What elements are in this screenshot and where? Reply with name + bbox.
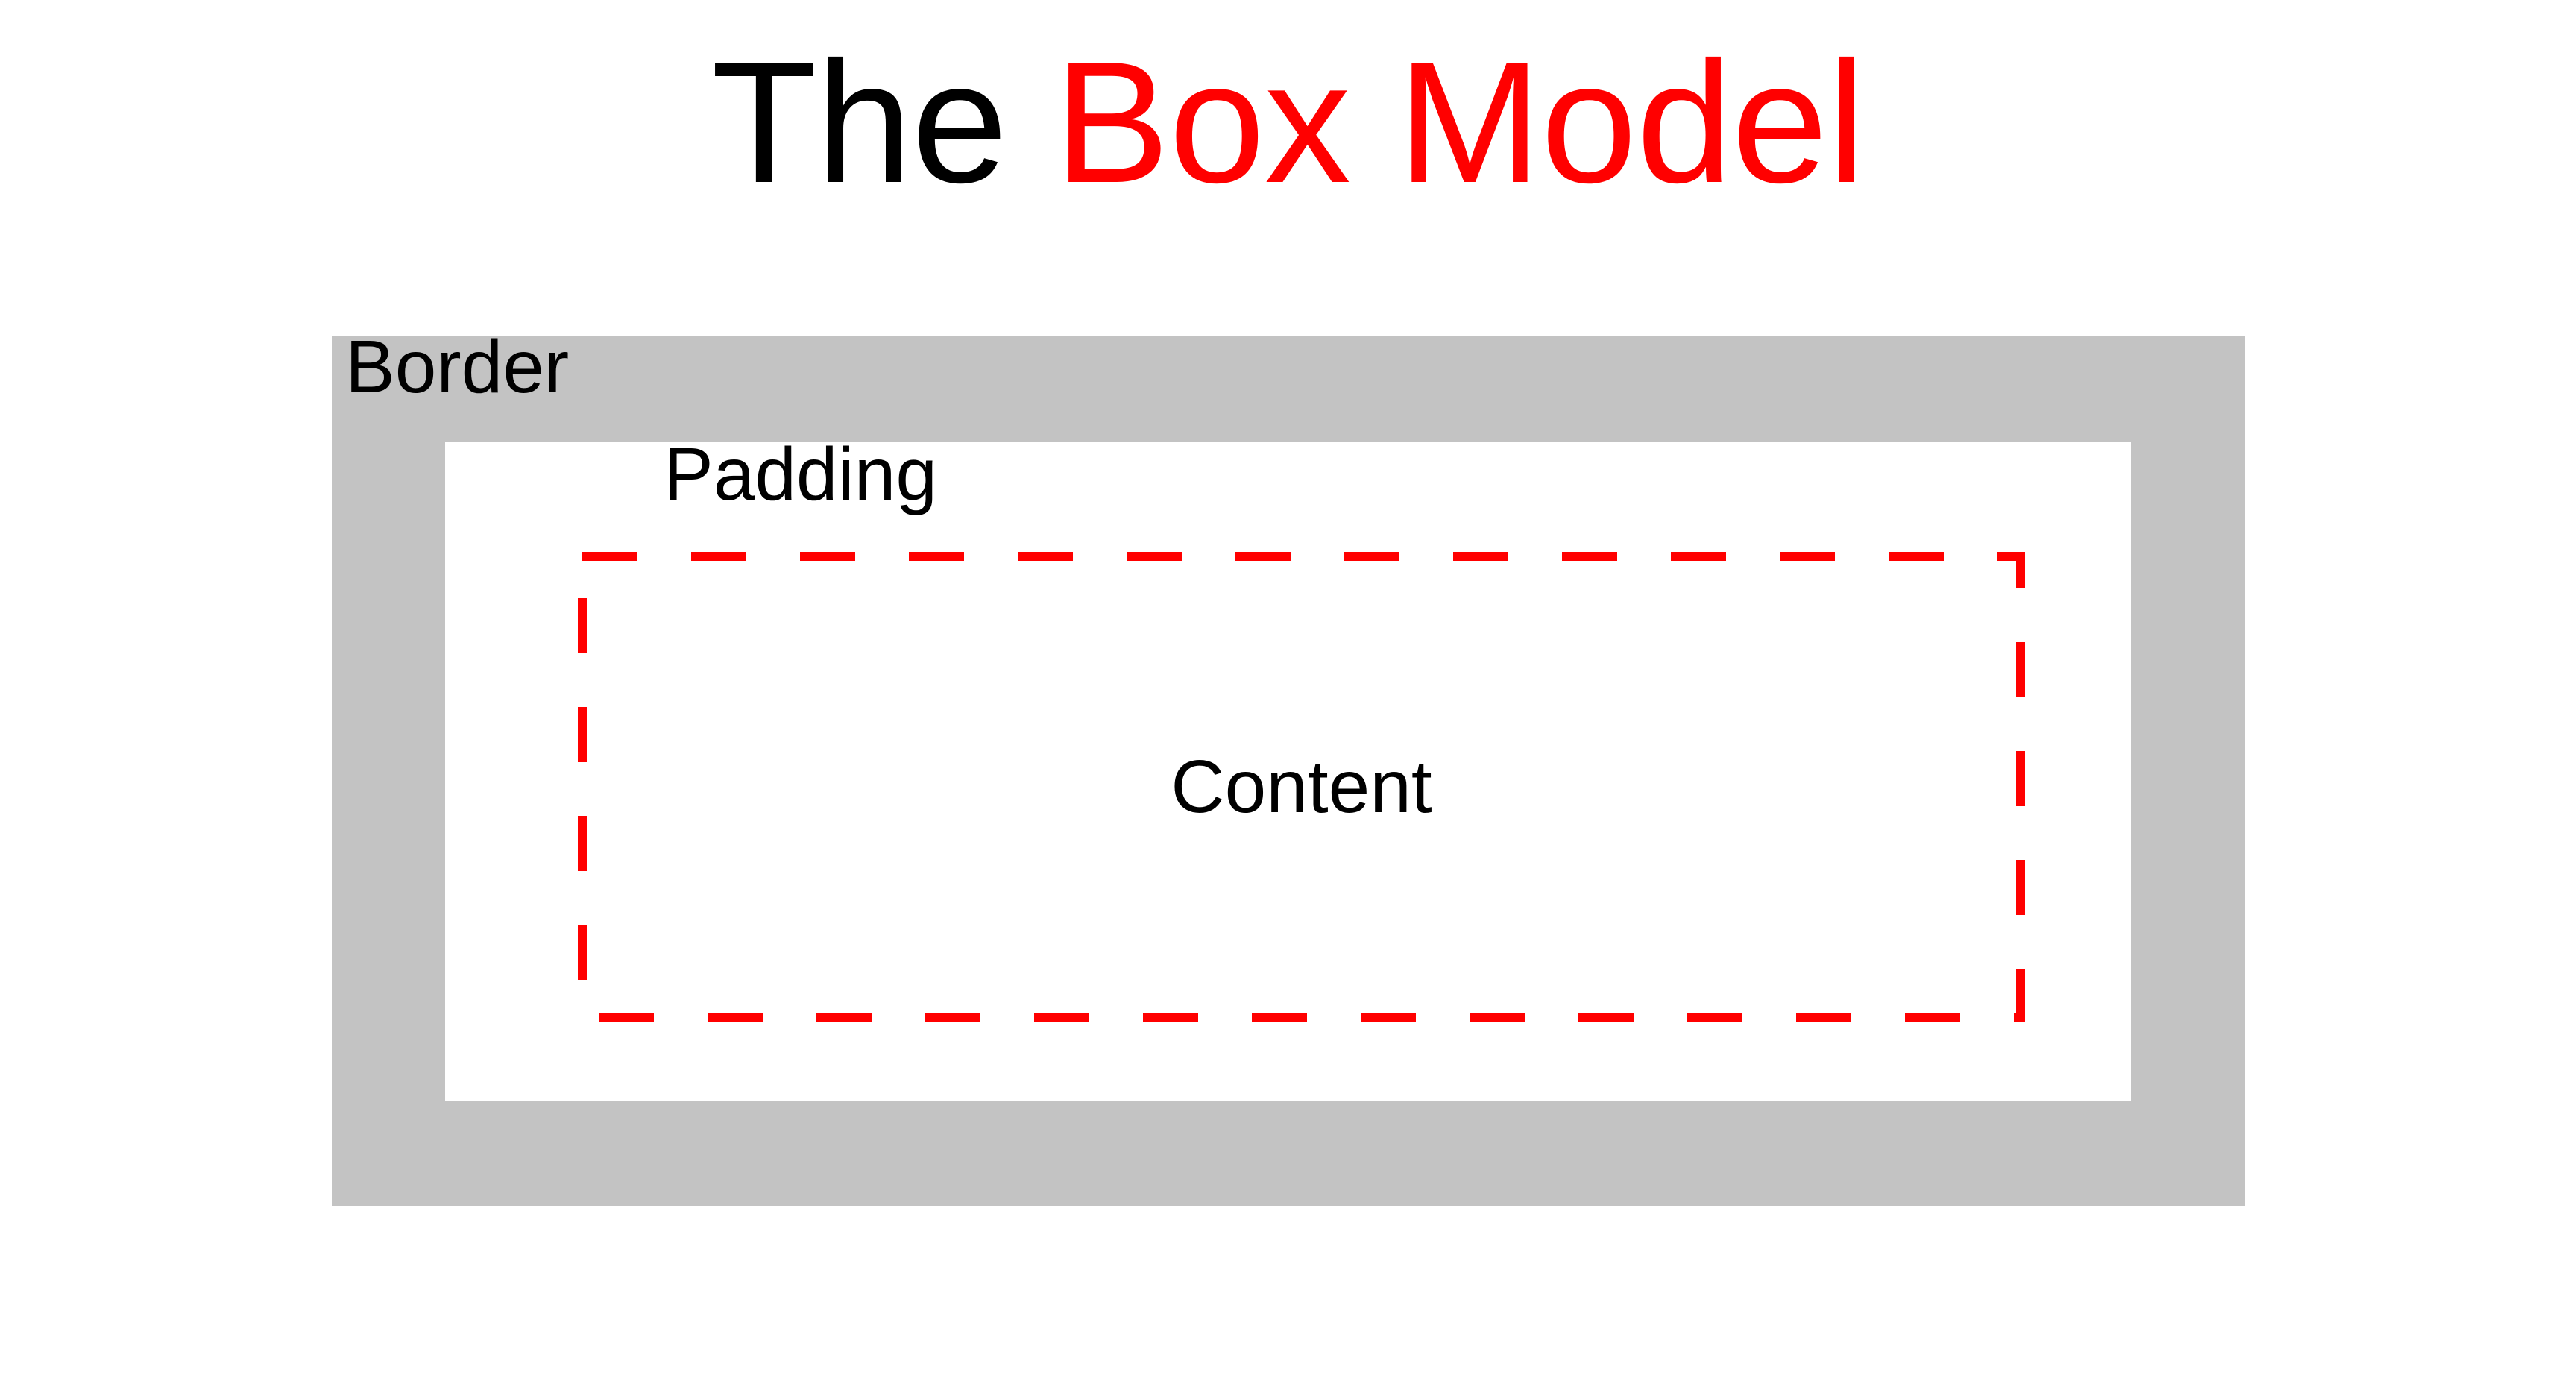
border-box: Border Padding Content (332, 330, 2245, 1206)
content-label: Content (1171, 745, 1432, 829)
padding-label: Padding (664, 433, 937, 516)
padding-box: Padding Content (445, 437, 2131, 1101)
page-title: The Box Model (0, 15, 2576, 231)
content-box: Content (578, 552, 2025, 1022)
page-title-black-part: The (711, 26, 1055, 219)
page-title-red-part: Box Model (1054, 26, 1865, 219)
content-dashed-outline-icon (578, 552, 2025, 1022)
border-label: Border (345, 325, 570, 409)
